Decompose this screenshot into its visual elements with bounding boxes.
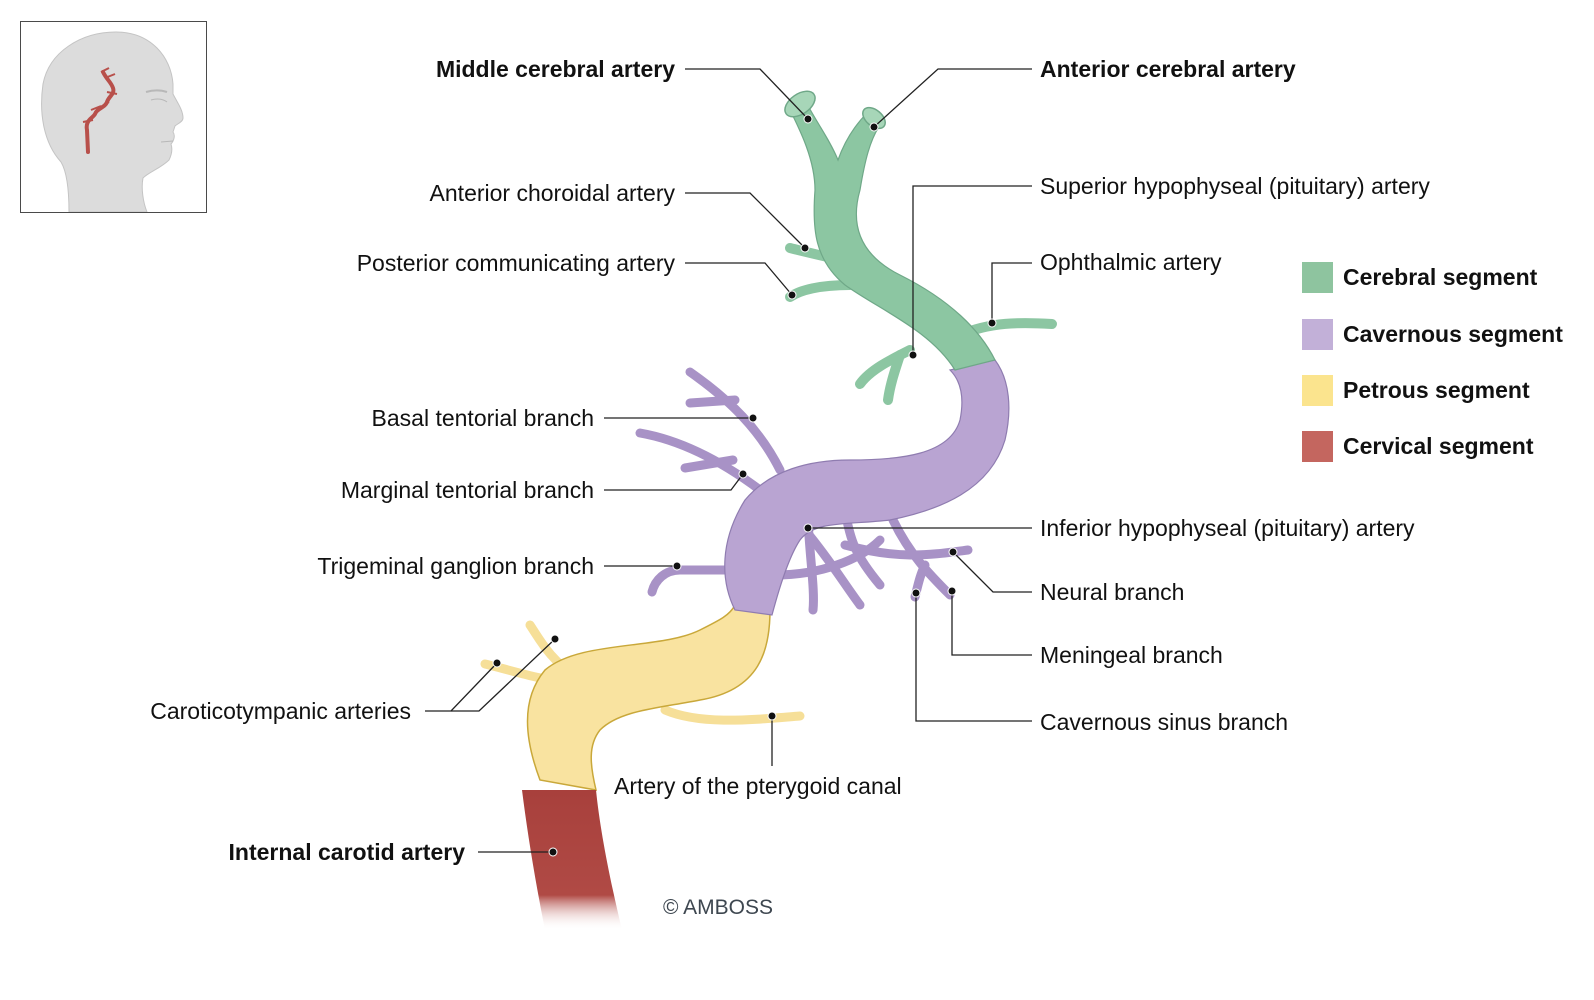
cavernous-segment (724, 359, 1010, 616)
leader-dots (492, 114, 997, 857)
copyright-notice: © AMBOSS (663, 896, 774, 919)
label-superior-hypophyseal-artery: Superior hypophyseal (pituitary) artery (1040, 173, 1430, 199)
orientation-thumbnail (20, 21, 207, 213)
label-caroticotympanic-arteries: Caroticotympanic arteries (150, 698, 411, 724)
legend-item-cerebral: Cerebral segment (1302, 262, 1537, 293)
legend-swatch-cervical (1302, 431, 1333, 462)
legend-swatch-cerebral (1302, 262, 1333, 293)
leader-lines (425, 68, 1032, 853)
label-trigeminal-ganglion-branch: Trigeminal ganglion branch (317, 553, 594, 579)
legend-item-cavernous: Cavernous segment (1302, 319, 1563, 350)
head-profile-with-carotid-icon (41, 31, 184, 212)
label-neural-branch: Neural branch (1040, 579, 1185, 605)
label-middle-cerebral-artery: Middle cerebral artery (435, 56, 675, 82)
legend-label-cervical: Cervical segment (1343, 433, 1534, 459)
legend-item-petrous: Petrous segment (1302, 375, 1530, 406)
label-artery-of-the-pterygoid-canal: Artery of the pterygoid canal (614, 773, 902, 799)
petrous-segment (526, 604, 771, 791)
label-inferior-hypophyseal-artery: Inferior hypophyseal (pituitary) artery (1040, 515, 1415, 541)
legend-swatch-petrous (1302, 375, 1333, 406)
label-marginal-tentorial-branch: Marginal tentorial branch (340, 477, 594, 503)
legend-item-cervical: Cervical segment (1302, 431, 1533, 462)
legend-label-cavernous: Cavernous segment (1343, 321, 1563, 347)
label-internal-carotid-artery: Internal carotid artery (228, 839, 465, 865)
legend-swatch-cavernous (1302, 319, 1333, 350)
label-posterior-communicating-artery: Posterior communicating artery (356, 250, 675, 276)
label-cavernous-sinus-branch: Cavernous sinus branch (1040, 709, 1289, 735)
label-meningeal-branch: Meningeal branch (1040, 642, 1223, 668)
label-anterior-cerebral-artery: Anterior cerebral artery (1040, 56, 1296, 82)
legend-label-petrous: Petrous segment (1343, 377, 1530, 403)
legend-label-cerebral: Cerebral segment (1343, 264, 1538, 290)
label-basal-tentorial-branch: Basal tentorial branch (371, 405, 594, 431)
label-ophthalmic-artery: Ophthalmic artery (1040, 249, 1222, 275)
cervical-segment (522, 790, 622, 930)
label-anterior-choroidal-artery: Anterior choroidal artery (429, 180, 675, 206)
